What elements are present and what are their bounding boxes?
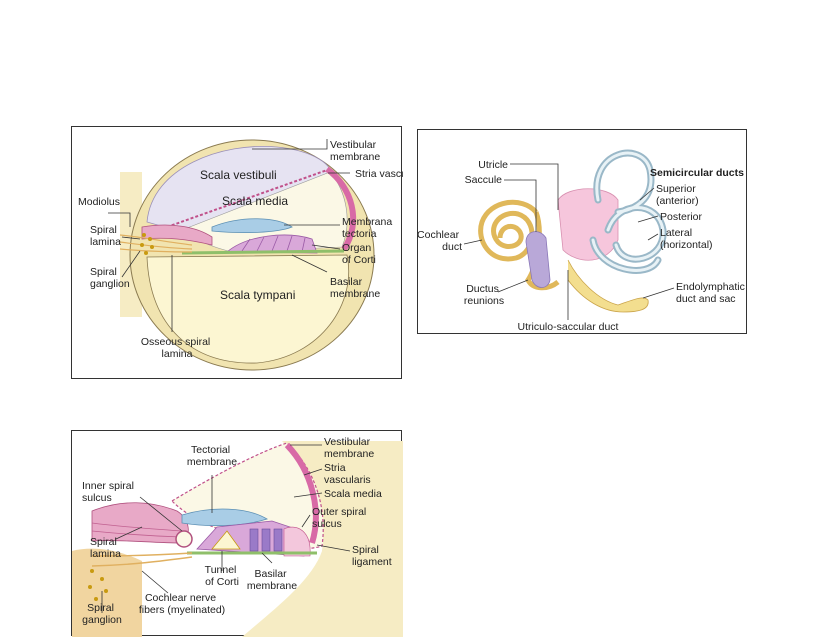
cochlear-duct-spiral xyxy=(478,199,538,262)
scala-tympani-region xyxy=(146,254,349,364)
ganglion-region xyxy=(72,548,142,637)
spiral-ligament-label: Spiral ligament xyxy=(352,544,392,568)
basilar-membrane-label: Basilar membrane xyxy=(247,568,297,592)
organ-of-corti-cells xyxy=(196,520,311,557)
utricle-label: Utricle xyxy=(478,159,508,171)
utricle-shape xyxy=(557,188,619,261)
stria-vascularis-label: Stria vascularis xyxy=(324,462,371,486)
outer-spiral-sulcus-label: Outer spiral sulcus xyxy=(312,506,369,530)
stria-vascularis xyxy=(325,166,356,251)
panel-cochlea-cross-section: Scala vestibuli Scala media Scala tympan… xyxy=(71,126,403,379)
modiolus-label: Modiolus xyxy=(78,196,120,208)
cochlear-duct-tail xyxy=(525,211,560,291)
organ-of-corti-shape xyxy=(225,234,318,254)
organ-of-corti-detail-diagram: Tectorial membrane Vestibular membrane S… xyxy=(72,436,403,637)
osseous-spiral-lamina-label: Osseous spiral lamina xyxy=(141,336,213,360)
vestibular-membrane-label: Vestibular membrane xyxy=(324,436,374,460)
scala-media-label: Scala media xyxy=(324,488,382,500)
organ-of-corti-label: Organ of Corti xyxy=(342,242,376,266)
tectorial-membrane xyxy=(181,508,268,527)
posterior-duct-label: Posterior xyxy=(660,211,703,223)
stria-vascularis xyxy=(284,442,319,544)
semicircular-ducts-title: Semicircular ducts xyxy=(650,167,744,179)
vestibular-membrane xyxy=(166,168,331,228)
superior-duct-label: Superior (anterior) xyxy=(656,183,699,207)
endolymphatic-duct-shape xyxy=(567,259,649,313)
inner-spiral-sulcus-label: Inner spiral sulcus xyxy=(82,480,137,504)
cochlea-cross-section-diagram: Scala vestibuli Scala media Scala tympan… xyxy=(78,139,403,371)
membranous-labyrinth-diagram: Semicircular ducts Utricle Saccule Cochl… xyxy=(418,149,748,333)
cochlear-nerve-fibers xyxy=(91,552,193,567)
inner-spiral-sulcus-shape xyxy=(175,530,193,548)
saccule-shape xyxy=(525,231,551,288)
scala-media-label: Scala media xyxy=(222,194,288,208)
endolymphatic-duct-label: Endolymphatic duct and sac xyxy=(676,281,748,305)
ductus-reunions-label: Ductus reunions xyxy=(464,283,504,307)
basilar-membrane xyxy=(181,249,345,255)
tectorial-membrane-label: Tectorial membrane xyxy=(187,444,237,468)
scala-vestibuli-label: Scala vestibuli xyxy=(200,168,277,182)
spiral-ganglion-cells xyxy=(140,233,154,255)
spiral-lamina-label: Spiral lamina xyxy=(90,224,121,248)
panel-organ-of-corti-detail: Tectorial membrane Vestibular membrane S… xyxy=(71,430,403,637)
osseous-spiral-lamina xyxy=(119,234,193,253)
membrana-tectoria xyxy=(211,218,293,234)
spiral-limbus xyxy=(141,224,213,246)
tunnel-of-corti-label: Tunnel of Corti xyxy=(205,564,240,588)
panel-membranous-labyrinth: Semicircular ducts Utricle Saccule Cochl… xyxy=(417,129,747,334)
spiral-ganglion-label: Spiral ganglion xyxy=(90,266,130,290)
stria-vascularis-label: Stria vascularis xyxy=(355,168,403,180)
spiral-ligament-region xyxy=(242,441,403,637)
saccule-label: Saccule xyxy=(465,174,503,186)
cochlear-duct-label: Cochlear duct xyxy=(418,229,462,253)
spiral-ganglion-cells xyxy=(88,569,108,601)
utriculo-saccular-duct-label: Utriculo-saccular duct xyxy=(518,321,619,333)
basilar-membrane-label: Basilar membrane xyxy=(330,276,380,300)
vestibular-membrane-label: Vestibular membrane xyxy=(330,139,380,163)
spiral-lamina-label: Spiral lamina xyxy=(90,536,121,560)
lateral-duct-label: Lateral (horizontal) xyxy=(660,227,713,251)
scala-tympani-label: Scala tympani xyxy=(220,288,295,302)
spiral-ganglion-label: Spiral ganglion xyxy=(82,602,122,626)
cochlear-nerve-fibers-label: Cochlear nerve fibers (myelinated) xyxy=(139,592,225,616)
membrana-tectoria-label: Membrana tectoria xyxy=(342,216,395,240)
